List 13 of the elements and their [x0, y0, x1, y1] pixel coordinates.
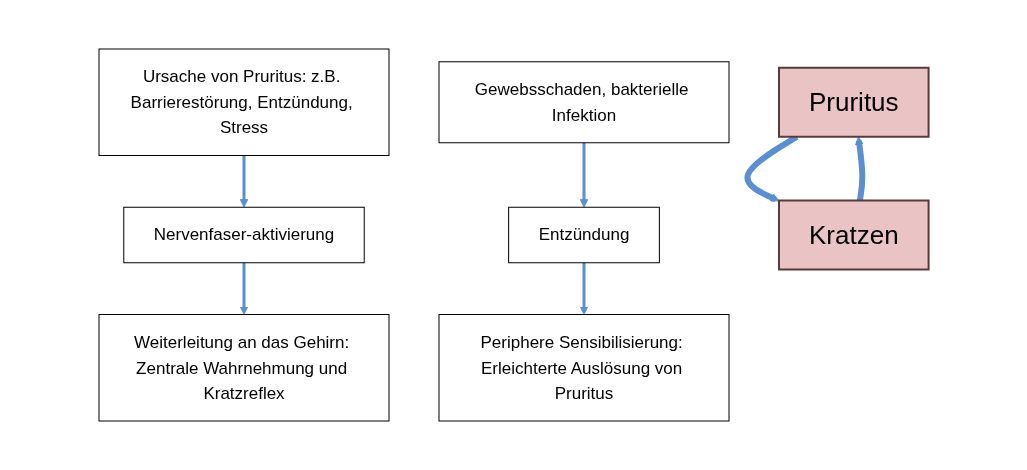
arrow [239, 262, 249, 315]
arrow [239, 155, 249, 208]
arrow [854, 136, 865, 201]
node-box: Gewebsschaden, bakterielle Infektion [438, 61, 730, 144]
node-box: Periphere Sensibilisierung: Erleichterte Auslösung von Pruritus [438, 314, 730, 422]
node-box: Weiterleitung an das Gehirn: Zentrale Wahrnehmung und Kratzreflex [98, 314, 390, 422]
arrow [579, 262, 589, 315]
node-box: Ursache von Pruritus: z.B. Barrierestörung, Entzündung, Stress [98, 48, 390, 156]
node-box: Nervenfaser-aktivierung [122, 206, 365, 264]
node-box: Pruritus [777, 66, 930, 138]
arrow [579, 142, 589, 208]
node-box: Kratzen [777, 199, 930, 271]
node-box: Entzündung [507, 206, 660, 264]
